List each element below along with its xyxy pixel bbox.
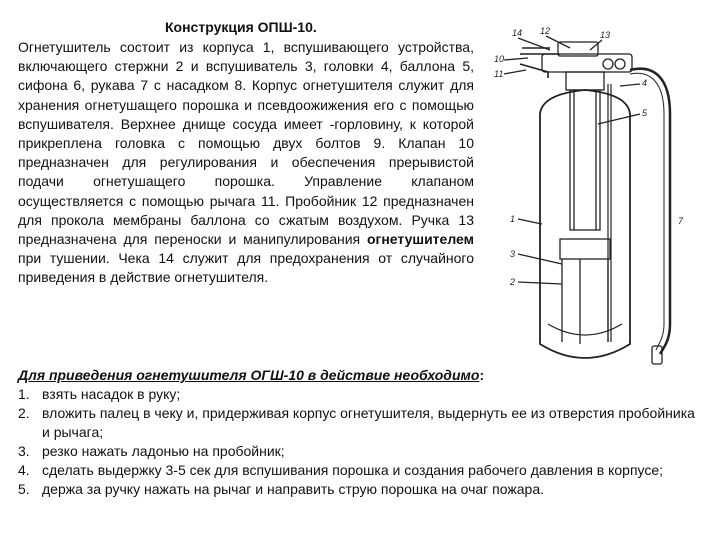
instructions-steps: 1. взять насадок в руку; 2. вложить палец … bbox=[18, 385, 698, 499]
balloon-shape bbox=[569, 89, 601, 231]
step-text: вложить палец в чеку и, придерживая корп… bbox=[42, 405, 695, 440]
step-text: взять насадок в руку; bbox=[42, 386, 181, 402]
callout-14: 14 bbox=[512, 28, 522, 38]
instructions-heading: Для приведения огнетушителя ОГШ-10 в дей… bbox=[18, 367, 480, 383]
callout-13: 13 bbox=[600, 30, 610, 40]
callout-12: 12 bbox=[540, 26, 550, 36]
list-item: 1. взять насадок в руку; bbox=[18, 385, 698, 404]
instructions-block: Для приведения огнетушителя ОГШ-10 в дей… bbox=[18, 366, 698, 499]
lever-shape bbox=[519, 63, 549, 78]
step-text: держа за ручку нажать на рычаг и направи… bbox=[42, 481, 544, 497]
callout-3: 3 bbox=[510, 249, 515, 259]
step-text: сделать выдержку 3-5 сек для вспушивания… bbox=[42, 462, 664, 478]
nozzle-shape bbox=[651, 345, 663, 365]
step-text: резко нажать ладонью на пробойник; bbox=[42, 443, 285, 459]
callout-7: 7 bbox=[678, 216, 684, 226]
callout-4: 4 bbox=[642, 78, 647, 88]
step-number: 3. bbox=[18, 443, 30, 459]
description-bold-word: огнетушителем bbox=[366, 231, 474, 248]
instructions-heading-line: Для приведения огнетушителя ОГШ-10 в дей… bbox=[18, 366, 698, 385]
page-title: Конструкция ОПШ-10. bbox=[165, 19, 317, 35]
callout-2: 2 bbox=[509, 277, 515, 287]
step-number: 4. bbox=[18, 462, 30, 478]
step-number: 5. bbox=[18, 481, 30, 497]
step-number: 1. bbox=[18, 386, 30, 402]
step-number: 2. bbox=[18, 405, 30, 421]
callout-10: 10 bbox=[494, 54, 504, 64]
list-item: 4. сделать выдержку 3-5 сек для вспушиван… bbox=[18, 461, 698, 480]
description-part-2: при тушении. Чека 14 служит для предохра… bbox=[18, 250, 474, 286]
hose-line bbox=[629, 67, 672, 355]
extinguisher-diagram: 14 12 13 10 11 4 5 1 7 3 2 bbox=[494, 26, 684, 365]
list-item: 2. вложить палец в чеку и, придерживая ко… bbox=[18, 404, 698, 442]
list-item: 5. держа за ручку нажать на рычаг и напра… bbox=[18, 480, 698, 499]
description-part-1: Огнетушитель состоит из корпуса 1, вспуш… bbox=[18, 39, 474, 248]
callout-5: 5 bbox=[642, 108, 648, 118]
instructions-heading-colon: : bbox=[479, 367, 485, 383]
list-item: 3. резко нажать ладонью на пробойник; bbox=[18, 442, 698, 461]
body-shape bbox=[539, 89, 631, 359]
construction-description: Огнетушитель состоит из корпуса 1, вспуш… bbox=[18, 38, 474, 288]
callout-1: 1 bbox=[510, 214, 515, 224]
callout-11: 11 bbox=[494, 69, 503, 79]
